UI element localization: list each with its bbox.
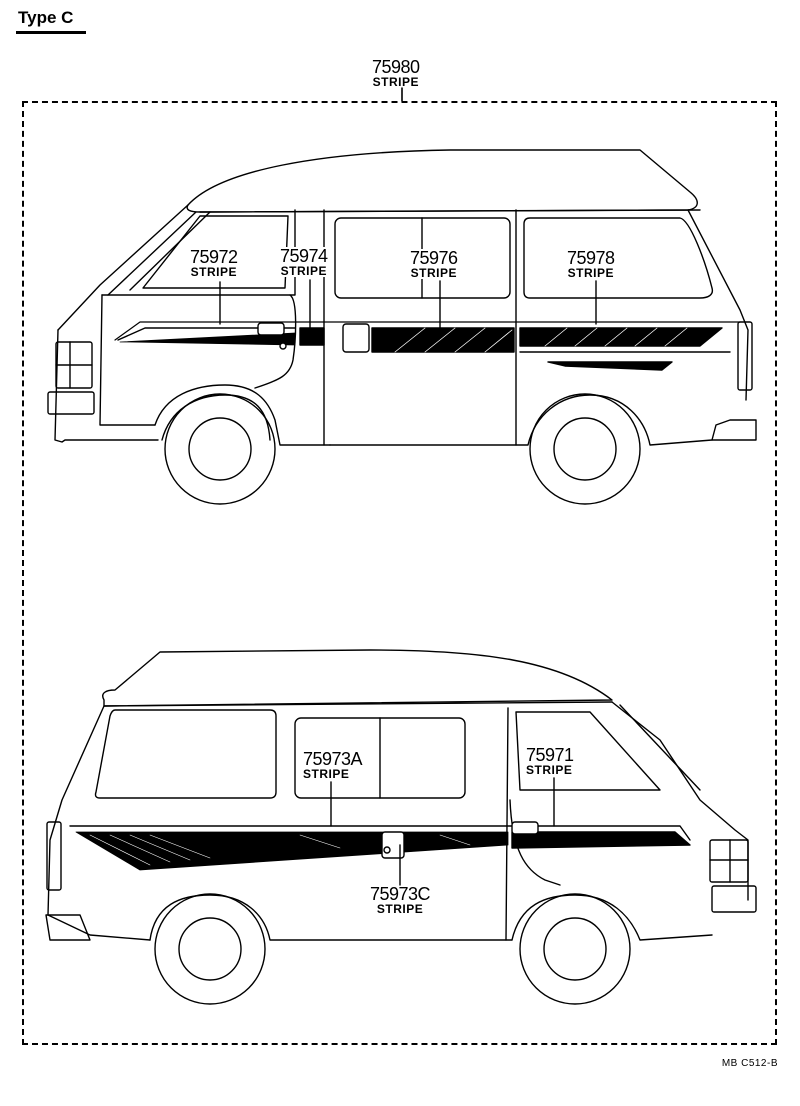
part-number: 75971 — [526, 745, 574, 765]
part-number: 75973A — [303, 749, 363, 769]
callout-75971: 75971 STRIPE — [526, 746, 574, 776]
drawing-reference-code: MB C512-B — [721, 1058, 778, 1069]
callout-75973A: 75973A STRIPE — [303, 749, 363, 781]
part-number: 75972 — [190, 247, 238, 267]
part-label: STRIPE — [376, 902, 424, 916]
title-underline — [16, 31, 86, 34]
callout-75972: 75972 STRIPE — [190, 248, 238, 278]
van-right-side — [45, 649, 757, 1005]
part-label: STRIPE — [190, 265, 237, 279]
part-label: STRIPE — [526, 763, 573, 777]
diagram-title: Type C — [18, 8, 74, 27]
callout-75973C: 75973C STRIPE — [370, 884, 431, 916]
part-number: 75978 — [567, 248, 615, 268]
callout-75976: 75976 STRIPE — [410, 249, 458, 279]
part-number: 75980 — [372, 57, 420, 77]
part-number: 75976 — [410, 248, 458, 268]
callout-75974: 75974 STRIPE — [280, 247, 328, 277]
part-number: 75973C — [370, 884, 431, 904]
part-label: STRIPE — [280, 264, 327, 278]
callout-75978: 75978 STRIPE — [567, 249, 615, 279]
part-label: STRIPE — [567, 266, 614, 280]
part-label: STRIPE — [372, 75, 419, 89]
part-label: STRIPE — [303, 767, 350, 781]
stripe-set-frame — [22, 101, 777, 1045]
van-left-side — [47, 149, 757, 505]
part-number: 75974 — [280, 246, 328, 266]
part-label: STRIPE — [410, 266, 457, 280]
callout-75980: 75980 STRIPE — [372, 58, 420, 88]
